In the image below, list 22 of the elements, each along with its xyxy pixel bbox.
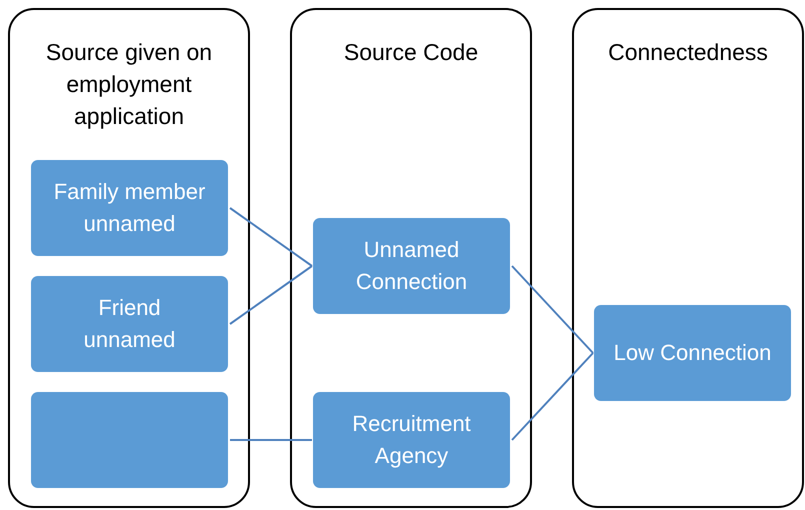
process-box <box>313 218 510 314</box>
column-panel <box>290 8 532 508</box>
column-heading: Connectedness <box>607 38 769 67</box>
process-box <box>313 392 510 488</box>
box-label: Recruitment Agency <box>351 410 472 470</box>
column-panel <box>572 8 804 508</box>
connector-line <box>229 265 313 325</box>
connector-line <box>229 207 313 267</box>
box-label: Low Connection <box>614 339 772 367</box>
process-box <box>31 160 228 256</box>
box-label: Friend unnamed <box>82 294 176 354</box>
box-label: Unnamed Connection <box>354 236 468 296</box>
process-box <box>31 276 228 372</box>
column-panel <box>8 8 250 508</box>
connector-line <box>511 265 594 354</box>
column-heading: Source Code <box>342 38 480 67</box>
process-box <box>31 392 228 488</box>
connector-line <box>230 439 312 441</box>
column-heading: Source given on employment application <box>44 38 214 131</box>
connector-line <box>511 352 594 441</box>
box-label: Family member unnamed <box>52 178 206 238</box>
process-box <box>594 305 791 401</box>
